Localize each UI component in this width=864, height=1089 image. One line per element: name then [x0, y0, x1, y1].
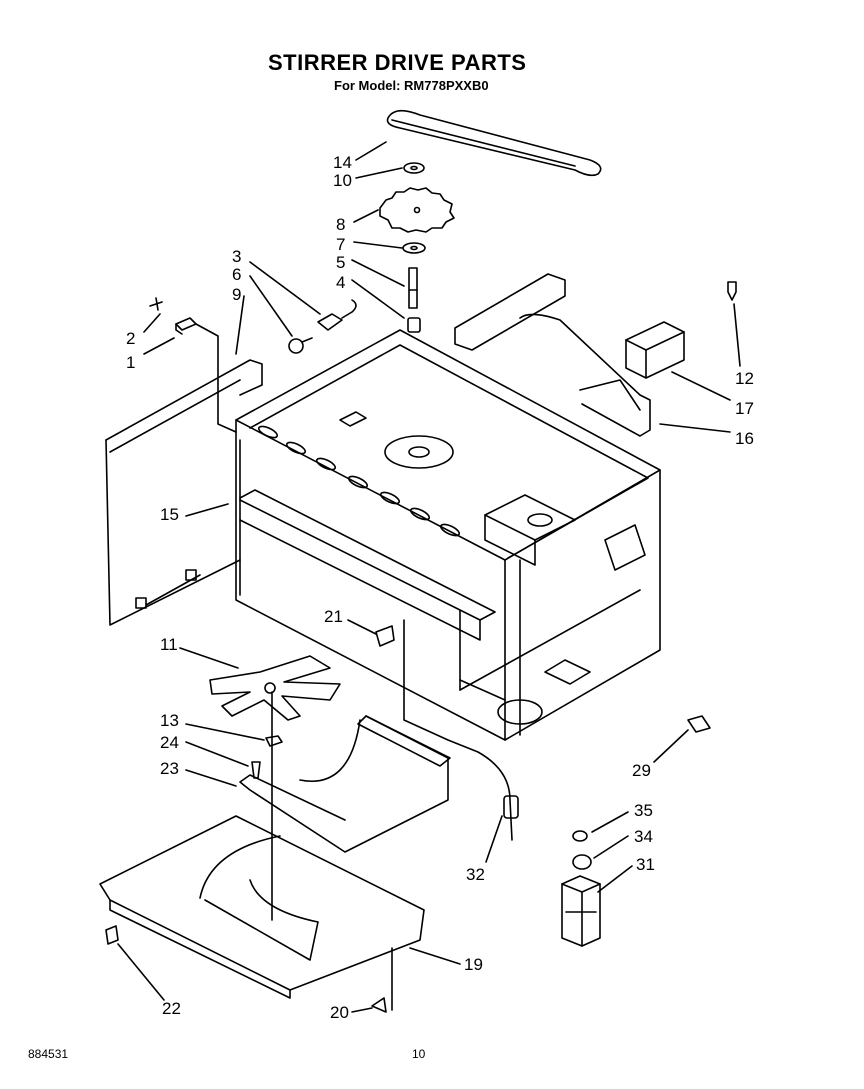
callout-15: 15 — [160, 505, 179, 524]
clip-part-20 — [371, 997, 387, 1013]
pulley-part — [379, 187, 455, 233]
callout-20: 20 — [330, 1003, 349, 1022]
sensor-cable — [403, 619, 513, 841]
bearing-part — [407, 317, 421, 333]
washer-part — [403, 162, 425, 174]
callout-8: 8 — [336, 215, 346, 234]
vent-bracket — [454, 273, 651, 437]
switch-part — [317, 313, 343, 331]
callout-14: 14 — [333, 153, 352, 172]
side-panel — [105, 359, 263, 626]
callout-10: 10 — [333, 171, 352, 190]
callout-23: 23 — [160, 759, 179, 778]
belt-part — [386, 109, 602, 177]
stirrer-fan — [209, 655, 341, 721]
callout-16: 16 — [735, 429, 754, 448]
bushing-part-34 — [572, 854, 592, 870]
callout-5: 5 — [336, 253, 346, 272]
callout-34: 34 — [634, 827, 653, 846]
callout-4: 4 — [336, 273, 346, 292]
document-number: 884531 — [28, 1047, 69, 1061]
leader-lines — [117, 141, 741, 1013]
washer-part-35 — [572, 830, 588, 842]
screw-part-22 — [105, 925, 119, 945]
callout-17: 17 — [735, 399, 754, 418]
bracket-part-1 — [175, 317, 197, 331]
callout-12: 12 — [735, 369, 754, 388]
callout-24: 24 — [160, 733, 179, 752]
model-subtitle: For Model: RM778PXXB0 — [334, 78, 489, 93]
callout-9: 9 — [232, 285, 242, 304]
callout-7: 7 — [336, 235, 346, 254]
callout-2: 2 — [126, 329, 136, 348]
screw-part-24 — [251, 761, 261, 779]
cabinet-frame — [235, 329, 661, 741]
filter-part — [625, 321, 685, 379]
nut-part — [265, 735, 283, 747]
shaft-part — [408, 267, 418, 309]
screw-part-12 — [727, 281, 737, 301]
base-plate — [99, 815, 425, 999]
page-title: STIRRER DRIVE PARTS — [268, 50, 527, 75]
callout-1: 1 — [126, 353, 136, 372]
callout-6: 6 — [232, 265, 242, 284]
callout-32: 32 — [466, 865, 485, 884]
screw-part-2 — [149, 297, 163, 311]
clip-part — [375, 625, 395, 647]
callout-19: 19 — [464, 955, 483, 974]
callout-35: 35 — [634, 801, 653, 820]
callout-29: 29 — [632, 761, 651, 780]
callout-11: 11 — [160, 635, 178, 654]
callout-31: 31 — [636, 855, 655, 874]
bulb-part — [288, 338, 304, 354]
motor-mount — [561, 875, 601, 947]
callout-22: 22 — [162, 999, 181, 1018]
washer-part-7 — [402, 242, 426, 254]
duct-panel — [239, 715, 451, 853]
grommet-part — [687, 715, 711, 733]
callout-13: 13 — [160, 711, 179, 730]
callout-3: 3 — [232, 247, 242, 266]
callout-21: 21 — [324, 607, 343, 626]
page-number: 10 — [412, 1047, 426, 1061]
